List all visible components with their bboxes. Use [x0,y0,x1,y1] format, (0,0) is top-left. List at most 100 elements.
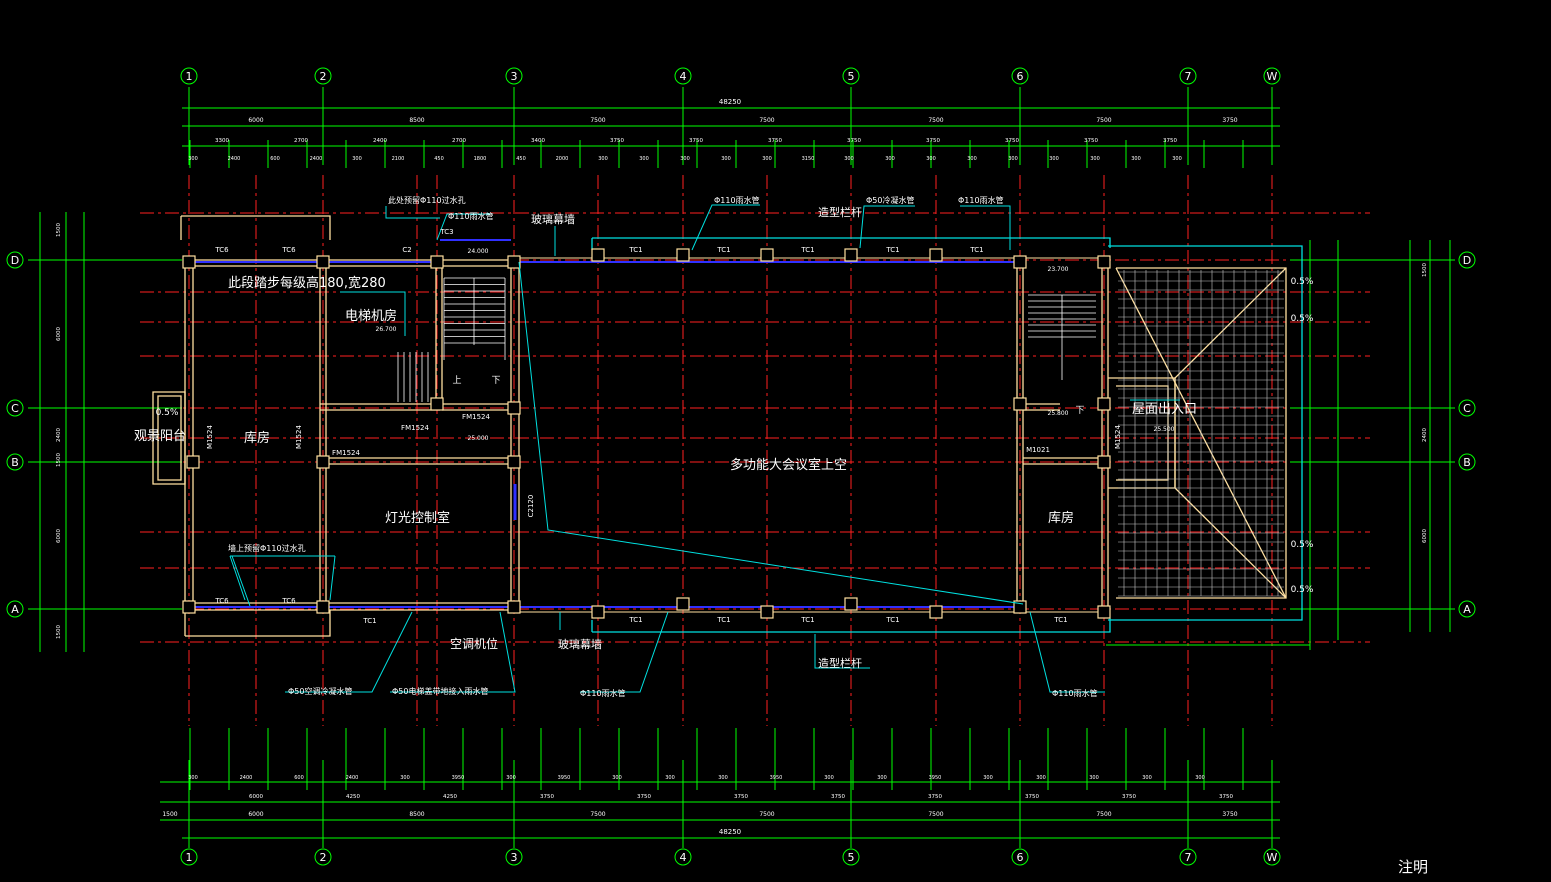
column [182,255,196,269]
window-tag: TC1 [1053,616,1067,624]
dim-bottom-row1: 3950 [929,775,942,781]
dim-top-row3: 300 [844,156,854,162]
column [676,597,690,611]
dim-bottom-row1: 300 [1089,775,1099,781]
axis-bubble [1458,399,1476,417]
dim-bottom-row2: 6000 [249,794,263,800]
room-elevator-machine: 电梯机房 [345,308,397,324]
room-ac-unit: 空调机位 [450,636,498,651]
dim-bottom-row1: 300 [824,775,834,781]
slope-tag: 0.5% [1291,585,1314,595]
axis-label: 7 [1185,851,1192,864]
axis-bubble [6,600,24,618]
dim-bottom-row3: 8500 [409,811,424,818]
structural-columns [182,248,1111,619]
dim-bottom-row1: 300 [665,775,675,781]
dim-top-row3: 300 [639,156,649,162]
dimension-lines [28,87,1455,848]
slope-tag: 0.5% [1291,277,1314,287]
dim-bottom-row1: 300 [506,775,516,781]
dim-bottom-row1: 600 [294,775,304,781]
column [591,605,605,619]
dim-bottom-row3: 7500 [590,811,605,818]
door-tag: M1524 [1114,425,1122,449]
axis-bubble [505,67,523,85]
dim-top-row1: 7500 [928,117,943,124]
axis-label: A [11,603,19,616]
dim-top-row2: 3750 [610,138,624,144]
dim-top-row3: 300 [967,156,977,162]
column [507,600,521,614]
window-tag: TC6 [214,597,229,605]
axis-bubble [1458,453,1476,471]
label-hole-bottom: 墙上预留Φ110过水孔 [228,543,306,553]
leader-lines [229,204,1180,693]
dim-bottom-row2: 3750 [540,794,554,800]
axis-bubble [505,848,523,866]
dim-bottom-row1: 3950 [558,775,571,781]
axis-bubble [1458,251,1476,269]
dim-top-row3: 450 [434,156,444,162]
axis-label: 2 [320,70,327,83]
column [929,248,943,262]
label-pipe-top-2: Φ110雨水管 [958,195,1004,205]
window-tag: TC1 [885,616,899,624]
axis-label: B [1463,456,1471,469]
dim-bottom-row2: 4250 [443,794,457,800]
axis-label: D [1463,254,1471,267]
column [760,248,774,262]
axis-label: C [11,402,19,415]
dim-top-row2: 3750 [847,138,861,144]
door-tag: FM1524 [401,424,429,432]
dim-top-row1: 8500 [409,117,424,124]
label-note: 注明 [1398,858,1428,876]
dim-bottom-row3: 7500 [1096,811,1111,818]
axis-label: 2 [320,851,327,864]
window-tag: TC1 [885,246,899,254]
label-pipe50-elevator: Φ50电梯盖带地接入雨水管 [392,686,488,696]
dim-top-row1: 6000 [248,117,263,124]
window-tag: TC6 [281,597,296,605]
column [507,455,521,469]
window-tag: TC3 [439,228,453,236]
axis-label: 6 [1017,70,1024,83]
dim-top-row3: 300 [1049,156,1059,162]
dim-top-row2: 2400 [373,138,387,144]
column [186,455,200,469]
axis-label: W [1267,851,1278,864]
axis-label: 3 [511,70,518,83]
dim-bottom-row1: 300 [983,775,993,781]
column [929,605,943,619]
column [1013,255,1027,269]
column [760,605,774,619]
label-railing-bottom: 造型栏杆 [818,656,862,670]
column [430,397,444,411]
dim-top-row3: 600 [270,156,280,162]
dim-top-row2: 3750 [926,138,940,144]
dim-bottom-row1: 300 [1036,775,1046,781]
label-pipe50-top: Φ50冷凝水管 [866,195,914,205]
dim-bottom-row2: 3750 [831,794,845,800]
dim-right-vertical: 6000 [1422,529,1428,543]
dim-top-row3: 300 [1090,156,1100,162]
column [316,600,330,614]
axis-bubble [180,848,198,866]
label-hole-top-2: Φ110雨水管 [448,211,494,221]
dim-bottom-row1: 2400 [240,775,253,781]
window-tag: TC6 [281,246,296,254]
dim-top-row1: 3750 [1222,117,1237,124]
slope-tag: 0.5% [156,408,179,418]
dim-bottom-row1: 300 [612,775,622,781]
window-tag: TC6 [214,246,229,254]
column [1097,255,1111,269]
dim-left-vertical: 6000 [56,529,62,543]
dim-top-row2: 2700 [452,138,466,144]
door-tag: M1021 [1026,446,1050,454]
dim-top-row3: 300 [598,156,608,162]
axis-label: 4 [680,851,687,864]
dim-bottom-row1: 3950 [452,775,465,781]
axis-bubble [6,399,24,417]
label-pipe-bottom-2: Φ110雨水管 [1052,688,1098,698]
